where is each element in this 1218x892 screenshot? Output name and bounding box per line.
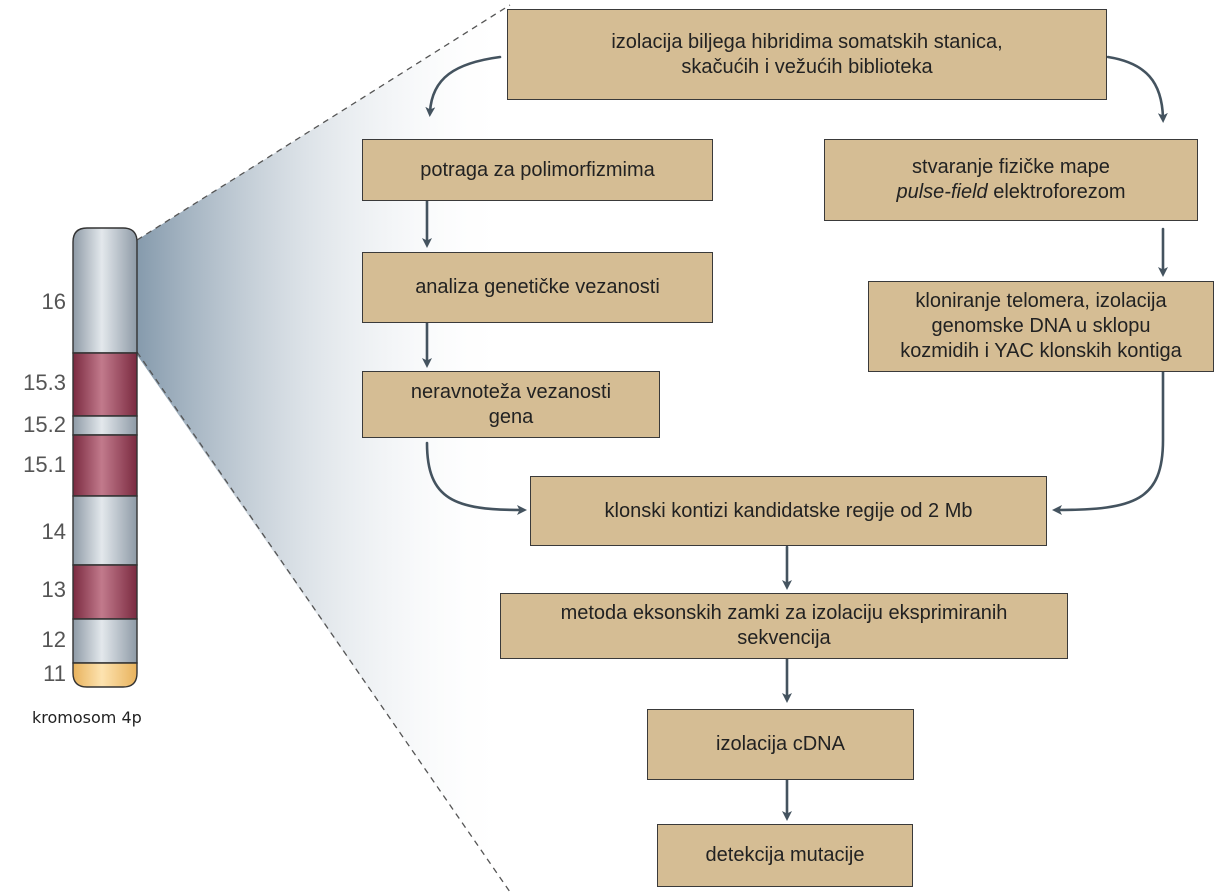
contigs-line-1: klonski kontizi kandidatske regije od 2 … [604, 499, 973, 522]
box-clone-contigs: klonski kontizi kandidatske regije od 2 … [530, 476, 1047, 546]
polymorphism-line-1: potraga za polimorfizmima [420, 158, 655, 181]
cdna-line-1: izolacija cDNA [716, 733, 845, 755]
box-linkage-disequilibrium: neravnoteža vezanosti gena [362, 371, 660, 438]
box-polymorphism-search: potraga za polimorfizmima [362, 139, 713, 201]
isolation-line-1: izolacija biljega hibridima somatskih st… [611, 30, 1003, 53]
mutation-line-1: detekcija mutacije [705, 844, 865, 866]
band-label-15-3: 15.3 [23, 370, 66, 395]
band-label-13: 13 [41, 577, 66, 602]
box-exon-trapping: metoda eksonskih zamki za izolaciju eksp… [500, 593, 1068, 659]
telomere-line-1: kloniranje telomera, izolacija [915, 290, 1167, 312]
arrow-curve-to-physical-map [1106, 55, 1168, 123]
disequilibrium-line-1: neravnoteža vezanosti [410, 380, 612, 403]
band-label-12: 12 [41, 627, 66, 652]
exon-line-2: sekvencija [737, 627, 831, 649]
box-cdna-isolation: izolacija cDNA [647, 709, 914, 780]
physical-map-line-2: elektroforezom [987, 181, 1126, 203]
arrow-curve-telomere-to-contigs [1052, 370, 1165, 515]
disequilibrium-line-2: gena [488, 405, 534, 428]
chromosome-band-16 [72, 227, 138, 354]
chromosome-band-11 [72, 662, 138, 688]
physical-map-italic: pulse-field [896, 181, 988, 203]
arrow-curve-to-polymorphism [425, 55, 502, 117]
telomere-line-2: genomske DNA u sklopu [931, 315, 1151, 337]
box-mutation-detection: detekcija mutacije [657, 824, 913, 887]
box-telomere-cloning: kloniranje telomera, izolacija genomske … [868, 281, 1214, 372]
exon-line-1: metoda eksonskih zamki za izolaciju eksp… [560, 602, 1008, 624]
box-linkage-analysis: analiza genetičke vezanosti [362, 252, 713, 323]
isolation-line-2: skačućih i vežućih biblioteka [681, 55, 933, 78]
band-label-15-2: 15.2 [23, 412, 66, 437]
telomere-line-3: kozmidih i YAC klonskih kontiga [900, 340, 1182, 362]
linkage-line-1: analiza genetičke vezanosti [415, 276, 660, 298]
physical-map-line-1: stvaranje fizičke mape [912, 156, 1110, 178]
band-label-11: 11 [43, 661, 66, 686]
box-physical-map: stvaranje fizičke mape pulse-field elekt… [824, 139, 1198, 221]
band-label-14: 14 [41, 519, 66, 544]
band-label-15-1: 15.1 [23, 452, 66, 477]
arrow-curve-disequilibrium-to-contigs [425, 441, 527, 515]
box-isolation-markers: izolacija biljega hibridima somatskih st… [507, 9, 1107, 100]
band-label-16: 16 [41, 289, 66, 314]
chromosome-caption: kromosom 4p [32, 708, 142, 727]
